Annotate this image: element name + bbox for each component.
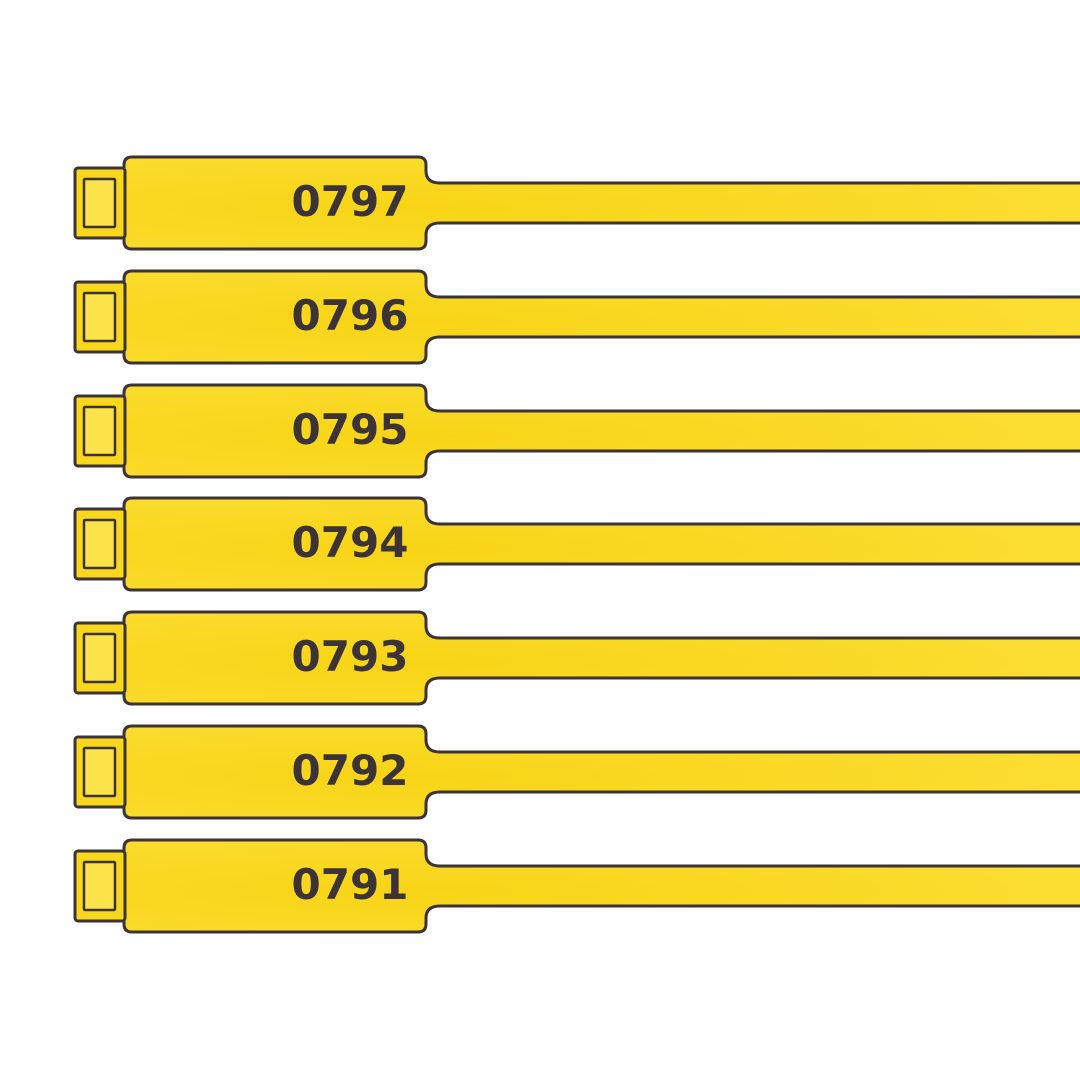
seal-tag: 0794 (73, 496, 1080, 592)
buckle-slot-icon (73, 621, 127, 695)
seal-tag-number: 0794 (292, 518, 409, 567)
buckle-slot-icon (73, 394, 127, 468)
seal-tag-body (122, 724, 1080, 820)
buckle-slot-icon (73, 166, 127, 240)
buckle-slot-icon (73, 507, 127, 581)
seal-tag: 0793 (73, 610, 1080, 706)
seal-tag-number: 0797 (292, 177, 409, 226)
seal-tag-number: 0791 (292, 860, 409, 909)
seal-tag-number: 0795 (292, 405, 409, 454)
seal-tag-body (122, 269, 1080, 365)
seal-tag: 0795 (73, 383, 1080, 479)
seal-tag-number: 0792 (292, 746, 409, 795)
seal-tag-body (122, 496, 1080, 592)
seal-tag-body (122, 838, 1080, 934)
seal-tag-body (122, 155, 1080, 251)
seal-tag: 0796 (73, 269, 1080, 365)
seal-tag: 0791 (73, 838, 1080, 934)
seal-tag: 0797 (73, 155, 1080, 251)
buckle-slot-icon (73, 280, 127, 354)
buckle-slot-icon (73, 735, 127, 809)
seal-tag: 0792 (73, 724, 1080, 820)
seal-tag-number: 0793 (292, 632, 409, 681)
seal-tag-number: 0796 (292, 291, 409, 340)
seal-tag-body (122, 383, 1080, 479)
buckle-slot-icon (73, 849, 127, 923)
seal-tag-body (122, 610, 1080, 706)
